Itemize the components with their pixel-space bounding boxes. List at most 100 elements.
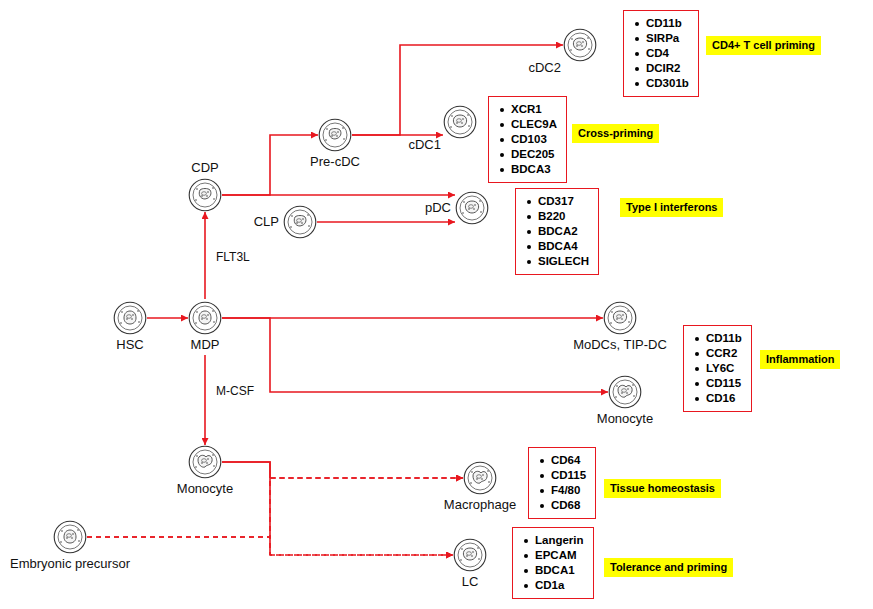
- cell-nucleus: [329, 129, 341, 140]
- marker-list-box: CD11bCCR2LY6CCD115CD16: [683, 325, 752, 412]
- lineage-arrow: [205, 355, 206, 445]
- marker-text: CLEC9A: [511, 118, 557, 130]
- marker-list-box: CD317B220BDCA2BDCA4SIGLECH: [515, 188, 599, 275]
- arrow-line: [222, 194, 455, 196]
- cell-node: LC: [453, 538, 487, 572]
- cell-granule: [121, 311, 123, 313]
- cell-granule: [461, 548, 463, 550]
- cell-icon: [188, 178, 222, 212]
- cell-icon: [318, 118, 352, 152]
- marker-text: B220: [538, 210, 566, 222]
- cell-label: cDC2: [528, 61, 561, 75]
- cell-granule: [342, 127, 344, 129]
- cell-granule: [582, 41, 584, 43]
- cell-icon: [113, 301, 147, 335]
- bullet-dot: [635, 37, 639, 41]
- cell-nucleolus: [297, 219, 302, 223]
- cell-label: cDC1: [408, 138, 441, 152]
- function-tag: Type I interferons: [620, 198, 723, 217]
- cell-granule: [470, 482, 472, 484]
- cell-granule: [488, 481, 490, 483]
- cell-granule: [307, 214, 309, 216]
- cell-granule: [473, 208, 475, 210]
- cell-membrane: [454, 539, 486, 571]
- cell-granule: [138, 321, 140, 323]
- cell-granule: [296, 222, 298, 224]
- marker-item: BDCA3: [499, 162, 557, 177]
- bullet-dot: [500, 123, 504, 127]
- arrow-line: [317, 221, 455, 223]
- marker-item: CD317: [526, 194, 589, 209]
- marker-item: CD4: [634, 46, 689, 61]
- cell-nucleolus: [127, 315, 132, 319]
- marker-item: CCR2: [694, 346, 742, 361]
- cell-granule: [290, 226, 292, 228]
- cell-nucleus: [613, 311, 626, 323]
- marker-item: CD103: [499, 132, 557, 147]
- cell-membrane: [564, 29, 596, 61]
- marker-text: CD4: [646, 47, 669, 59]
- lineage-arrow: [352, 135, 443, 136]
- tag-text: CD4+ T cell priming: [712, 39, 815, 51]
- cell-granule: [326, 128, 328, 130]
- marker-item: EPCAM: [523, 548, 584, 563]
- cell-node: cDC1: [443, 105, 477, 139]
- marker-item: CD68: [539, 498, 586, 513]
- cell-granule: [213, 198, 215, 200]
- edge-label: M-CSF: [214, 384, 256, 398]
- marker-list-box: CD11bSIRPaCD4DCIR2CD301b: [623, 10, 699, 97]
- marker-item: CD11b: [634, 16, 689, 31]
- marker-item: CD115: [694, 376, 742, 391]
- cell-granule: [291, 215, 293, 217]
- cell-granule: [626, 392, 628, 394]
- cell-granule: [212, 187, 214, 189]
- cell-granule: [587, 37, 589, 39]
- cell-granule: [621, 318, 623, 320]
- cell-node: Macrophage: [463, 461, 497, 495]
- cell-granule: [137, 310, 139, 312]
- cell-icon: [603, 301, 637, 335]
- bullet-dot: [524, 569, 528, 573]
- cell-nucleolus: [622, 389, 627, 393]
- cell-granule: [467, 114, 469, 116]
- cell-granule: [78, 540, 80, 542]
- lineage-arrow: [147, 318, 188, 319]
- bullet-dot: [635, 67, 639, 71]
- cell-inner-ring: [323, 123, 347, 147]
- tag-text: Tolerance and priming: [610, 561, 727, 573]
- bullet-dot: [695, 397, 699, 401]
- marker-text: F4/80: [551, 484, 580, 496]
- marker-text: CD11b: [706, 332, 742, 344]
- cell-granule: [462, 212, 464, 214]
- marker-text: CD317: [538, 195, 574, 207]
- cell-granule: [301, 222, 303, 224]
- cell-granule: [132, 314, 134, 316]
- arrow-line: [222, 317, 603, 319]
- cell-granule: [195, 322, 197, 324]
- cell-granule: [627, 310, 629, 312]
- cell-granule: [474, 204, 476, 206]
- marker-text: XCR1: [511, 103, 542, 115]
- cell-nucleus: [198, 455, 212, 467]
- cell-granule: [456, 122, 458, 124]
- lineage-arrow: [87, 537, 453, 555]
- marker-item: LY6C: [694, 361, 742, 376]
- arrow-line: [204, 212, 206, 299]
- cell-inner-ring: [288, 210, 312, 234]
- marker-item: XCR1: [499, 102, 557, 117]
- cell-granule: [581, 45, 583, 47]
- bullet-dot: [695, 352, 699, 356]
- bullet-dot: [527, 215, 531, 219]
- edge-label: FLT3L: [214, 250, 252, 264]
- cell-label: pDC: [425, 201, 451, 215]
- cell-node: CLP: [283, 205, 317, 239]
- marker-list-box: CD64CD115F4/80CD68: [528, 447, 596, 519]
- cell-granule: [201, 318, 203, 320]
- cell-node: CDP: [188, 178, 222, 212]
- bullet-dot: [540, 489, 544, 493]
- marker-text: CD68: [551, 499, 580, 511]
- cell-membrane: [604, 302, 636, 334]
- marker-item: BDCA2: [526, 224, 589, 239]
- cell-inner-ring: [193, 183, 217, 207]
